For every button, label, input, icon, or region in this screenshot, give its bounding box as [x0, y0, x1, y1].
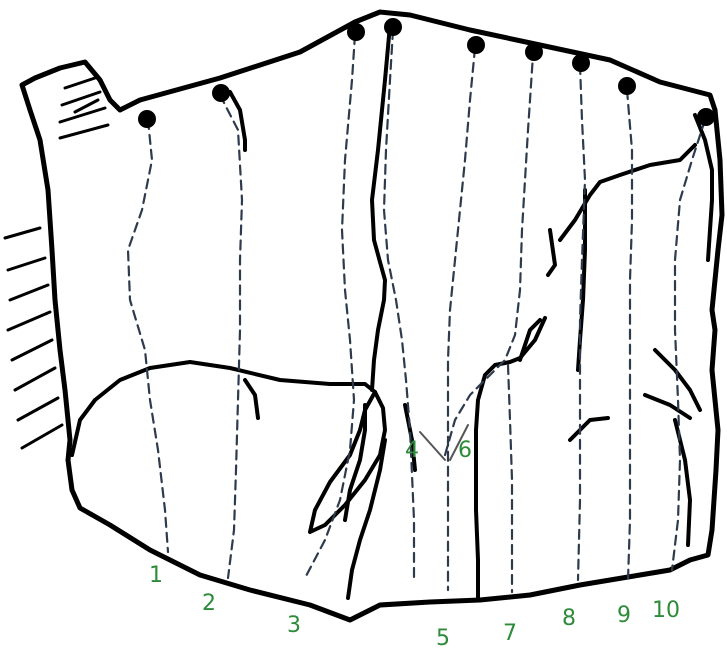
line-number-4: 4	[405, 438, 419, 463]
point-10	[697, 108, 715, 126]
point-4	[384, 18, 402, 36]
line-number-6: 6	[458, 438, 472, 463]
line-number-1: 1	[149, 563, 163, 588]
dashed-line-2	[220, 95, 242, 578]
line-number-7: 7	[503, 621, 517, 646]
dashed-line-6	[445, 55, 533, 455]
point-9	[618, 77, 636, 95]
point-6	[525, 43, 543, 61]
point-1	[138, 110, 156, 128]
block-outline	[22, 12, 722, 620]
line-number-9: 9	[617, 603, 631, 628]
point-5	[467, 36, 485, 54]
dashed-line-9	[627, 90, 632, 580]
dashed-line-5	[448, 48, 475, 590]
dashed-line-1	[128, 120, 168, 552]
point-2	[212, 84, 230, 102]
line-number-10: 10	[652, 598, 680, 623]
dashed-lines	[128, 30, 705, 592]
line-number-5: 5	[436, 626, 450, 648]
point-3	[347, 23, 365, 41]
inner-structure-lines	[72, 25, 712, 600]
line-number-3: 3	[287, 613, 301, 638]
point-8	[572, 54, 590, 72]
line-number-2: 2	[202, 591, 216, 616]
dashed-line-7	[508, 365, 512, 592]
line-number-8: 8	[562, 606, 576, 631]
dashed-line-4	[384, 30, 414, 580]
